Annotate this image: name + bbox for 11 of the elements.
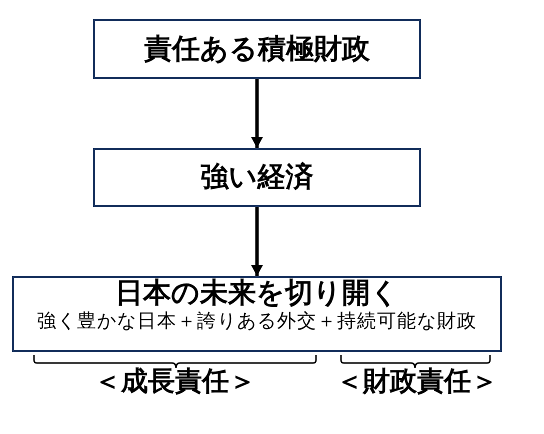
- box-subtitle: 強く豊かな日本＋誇りある外交＋持続可能な財政: [36, 311, 478, 333]
- process-box: [93, 19, 421, 79]
- arrow: [251, 79, 263, 148]
- box-title: 責任ある積極財政: [143, 33, 371, 66]
- bracket-label: ＜財政責任＞: [335, 366, 499, 398]
- process-box: [12, 276, 502, 352]
- bracket-label: ＜成長責任＞: [93, 366, 257, 398]
- box-title: 日本の未来を切り開く: [114, 277, 400, 310]
- process-box: [93, 148, 421, 207]
- box-title: 強い経済: [200, 161, 314, 194]
- arrow: [251, 207, 263, 276]
